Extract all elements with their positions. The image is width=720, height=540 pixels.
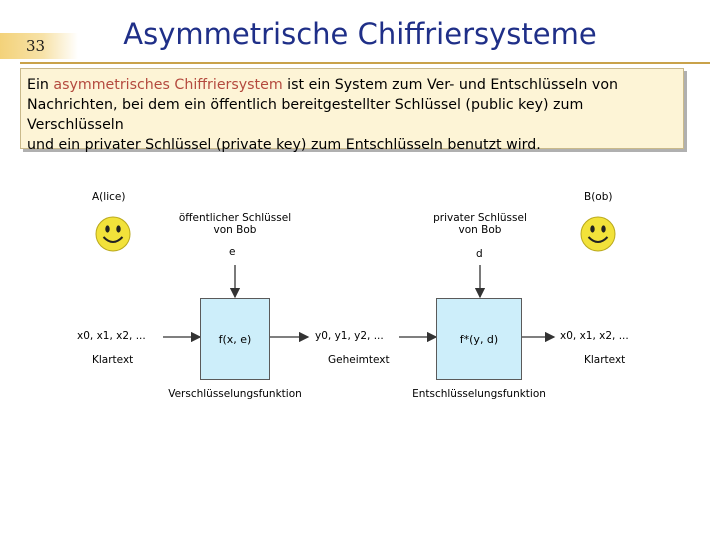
- private-key-label: privater Schlüssel von Bob: [410, 212, 550, 236]
- encryption-function-label: f(x, e): [218, 332, 252, 346]
- ciphertext-caption: Geheimtext: [328, 354, 390, 366]
- plaintext-output: x0, x1, x2, ...: [560, 330, 629, 342]
- intro-rest: ist ein System zum Ver- und Entschlüssel…: [282, 77, 618, 93]
- encryption-function-box: f(x, e): [200, 298, 270, 380]
- public-key-label-line2: von Bob: [213, 224, 257, 236]
- alice-smiley-icon: [95, 216, 131, 252]
- intro-line-1: Ein asymmetrisches Chiffriersystem ist e…: [27, 75, 677, 95]
- title-divider: [20, 62, 710, 64]
- key-d-label: d: [476, 248, 483, 260]
- slide-number: 33: [26, 37, 46, 55]
- public-key-label: öffentlicher Schlüssel von Bob: [165, 212, 305, 236]
- plaintext-input: x0, x1, x2, ...: [77, 330, 146, 342]
- alice-label: A(lice): [92, 191, 126, 203]
- intro-line-2: Nachrichten, bei dem ein öffentlich bere…: [27, 97, 584, 133]
- encryption-function-caption: Verschlüsselungsfunktion: [168, 388, 302, 400]
- public-key-label-line1: öffentlicher Schlüssel: [178, 212, 292, 224]
- private-key-label-line2: von Bob: [458, 224, 502, 236]
- decryption-function-label: f*(y, d): [459, 332, 499, 346]
- ciphertext: y0, y1, y2, ...: [315, 330, 384, 342]
- intro-prefix: Ein: [27, 77, 54, 93]
- intro-box: Ein asymmetrisches Chiffriersystem ist e…: [20, 68, 684, 153]
- intro-line-3: und ein privater Schlüssel (private key)…: [27, 137, 541, 153]
- decryption-function-box: f*(y, d): [436, 298, 522, 380]
- intro-highlight: asymmetrisches Chiffriersystem: [53, 77, 283, 93]
- bob-smiley-icon: [580, 216, 616, 252]
- plaintext-input-caption: Klartext: [92, 354, 134, 366]
- slide-title: Asymmetrische Chiffriersysteme: [123, 17, 597, 51]
- slide-number-bar: [0, 33, 78, 59]
- decryption-function-caption: Entschlüsselungsfunktion: [412, 388, 546, 400]
- private-key-label-line1: privater Schlüssel: [433, 212, 527, 224]
- bob-label: B(ob): [584, 191, 613, 203]
- key-e-label: e: [229, 246, 236, 258]
- plaintext-output-caption: Klartext: [584, 354, 626, 366]
